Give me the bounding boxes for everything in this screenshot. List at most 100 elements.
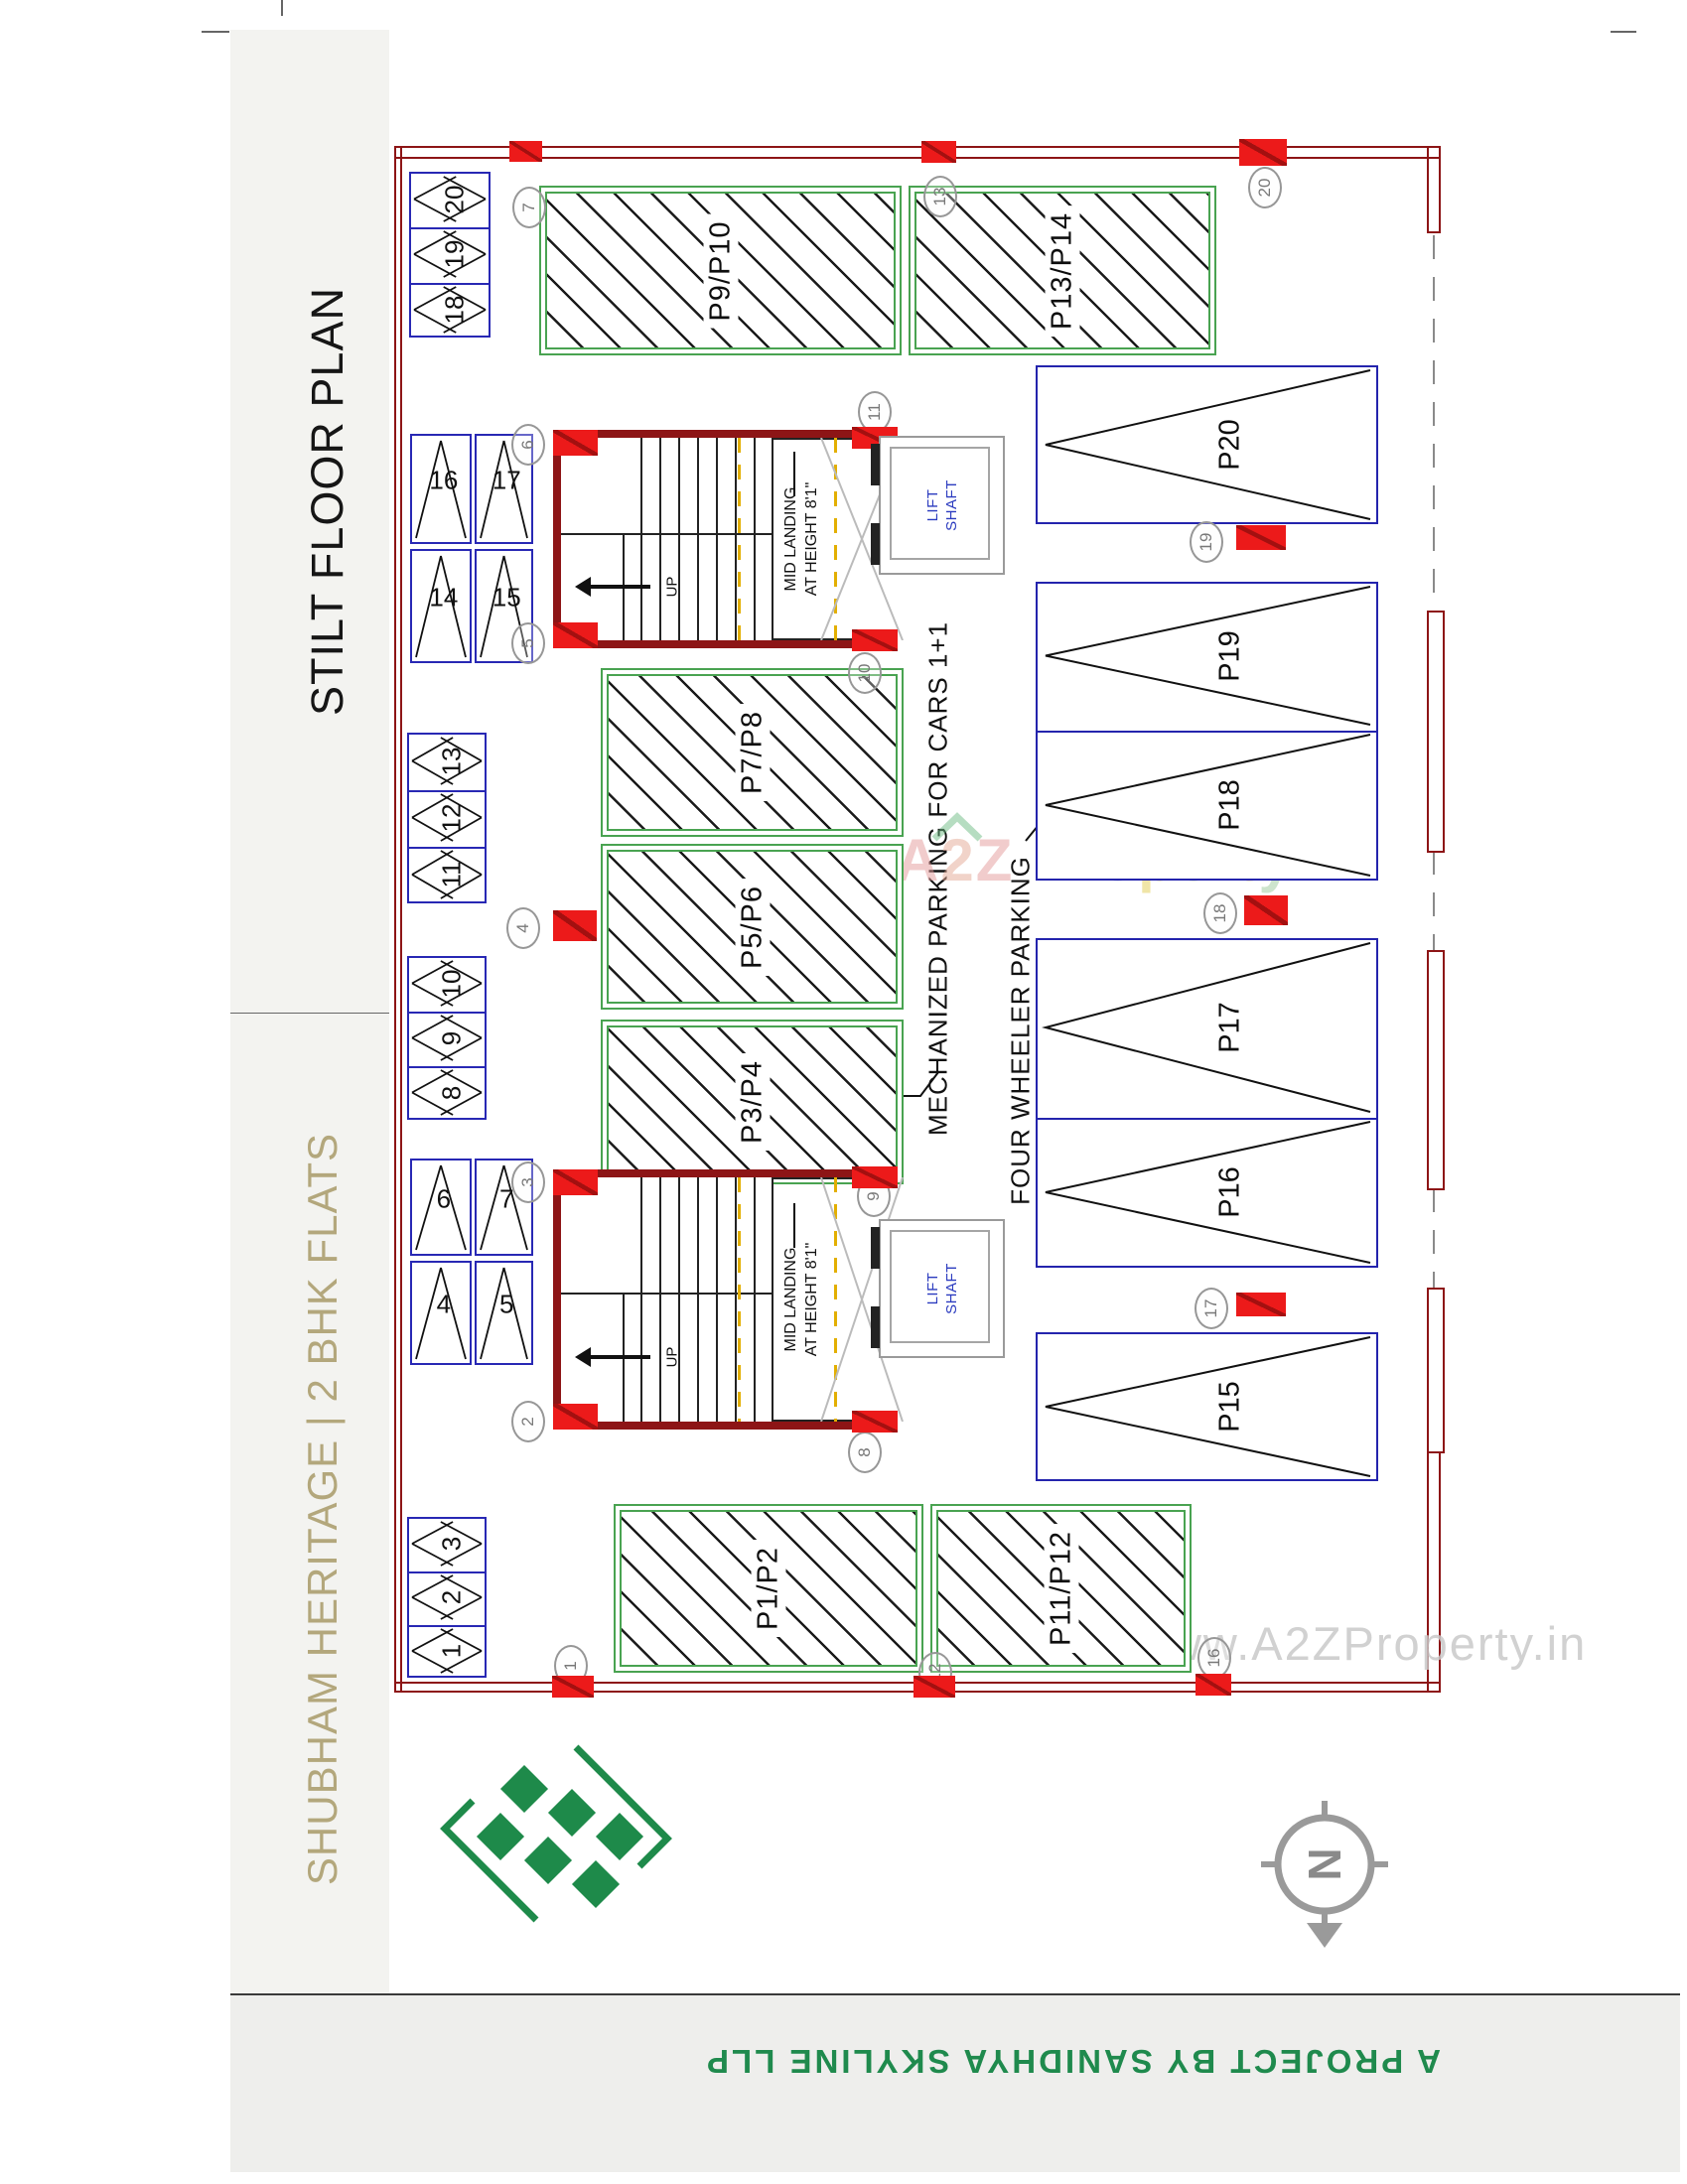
parking-label-P15: P15 bbox=[1213, 1381, 1246, 1433]
grid-marker-8: 8 bbox=[848, 1432, 882, 1473]
spot-number-5: 5 bbox=[499, 1289, 514, 1319]
stair-wall bbox=[553, 640, 887, 648]
marker-number-11: 11 bbox=[865, 403, 884, 421]
marker-number-5: 5 bbox=[518, 638, 537, 648]
wall-right-cap bbox=[1427, 231, 1441, 233]
grid-marker-20: 20 bbox=[1248, 167, 1282, 208]
two-wheeler-marking bbox=[480, 1164, 528, 1251]
wall-opening-marker bbox=[852, 629, 898, 651]
landing-centerline bbox=[834, 438, 837, 640]
stair-wall bbox=[553, 1169, 887, 1177]
two-wheeler-marking bbox=[411, 1521, 483, 1567]
parking-label-P5/P6: P5/P6 bbox=[735, 878, 770, 976]
parking-chevron bbox=[1042, 942, 1371, 1113]
marker-number-4: 4 bbox=[513, 923, 532, 933]
marker-number-2: 2 bbox=[518, 1417, 537, 1427]
wall-opening-marker bbox=[914, 1676, 955, 1698]
two-wheeler-marking bbox=[413, 230, 487, 278]
wall-opening-marker bbox=[852, 1411, 898, 1433]
stair-wall bbox=[553, 430, 887, 438]
stair-wall bbox=[553, 1422, 887, 1430]
spot-number-3: 3 bbox=[436, 1536, 467, 1552]
tread-line bbox=[640, 1177, 642, 1422]
mech-parking-space-P5/P6: P5/P6 bbox=[601, 844, 904, 1010]
parking-chevron bbox=[1045, 586, 1371, 726]
wall-opening-marker bbox=[1239, 139, 1287, 166]
two-wheeler-marking bbox=[411, 1015, 483, 1061]
marker-number-1: 1 bbox=[561, 1661, 580, 1671]
tread-line bbox=[678, 438, 680, 640]
wall-opening-marker bbox=[1244, 895, 1288, 925]
lift-shaft-inner bbox=[890, 1230, 990, 1343]
marker-number-3: 3 bbox=[518, 1177, 537, 1187]
two-wheeler-marking bbox=[411, 1628, 483, 1674]
spot-divider bbox=[409, 1571, 485, 1573]
marker-number-16: 16 bbox=[1204, 1648, 1223, 1668]
lift-door-jamb bbox=[871, 1227, 880, 1269]
spot-number-15: 15 bbox=[492, 582, 521, 613]
two-wheeler-marking bbox=[411, 793, 483, 842]
grid-marker-18: 18 bbox=[1203, 892, 1237, 934]
up-arrow-head bbox=[575, 1347, 591, 1367]
space-divider bbox=[1038, 1118, 1376, 1120]
two-wheeler-cell-16: 16 bbox=[410, 434, 472, 544]
spot-divider bbox=[409, 1625, 485, 1627]
tread-line bbox=[659, 438, 661, 640]
spot-number-10: 10 bbox=[436, 969, 467, 998]
tread-line bbox=[678, 1177, 680, 1422]
parking-label-P11/P12: P11/P12 bbox=[1044, 1523, 1078, 1654]
parking-label-P3/P4: P3/P4 bbox=[735, 1053, 770, 1151]
parking-label-P16: P16 bbox=[1213, 1166, 1246, 1218]
space-divider bbox=[1038, 731, 1376, 733]
wall-opening-marker bbox=[553, 622, 598, 648]
property-line-dashed bbox=[1433, 1188, 1435, 1288]
four-wheeler-group: P15 bbox=[1036, 1332, 1378, 1481]
mech-parking-space-P3/P4: P3/P4 bbox=[601, 1020, 904, 1184]
two-wheeler-marking bbox=[415, 1164, 467, 1251]
wall-pier bbox=[1427, 611, 1445, 853]
svg-text:N: N bbox=[1299, 1847, 1350, 1880]
grid-marker-4: 4 bbox=[506, 907, 540, 949]
spot-number-1: 1 bbox=[436, 1643, 467, 1659]
stair-treads bbox=[561, 438, 773, 640]
flight-divider bbox=[561, 1293, 772, 1295]
landing-centerline bbox=[834, 1177, 837, 1422]
lift-door-jamb bbox=[871, 523, 880, 565]
parking-label-P13/P14: P13/P14 bbox=[1045, 205, 1080, 337]
north-compass: N bbox=[1261, 1801, 1388, 1948]
marker-number-7: 7 bbox=[519, 203, 538, 212]
two-wheeler-cell-6: 6 bbox=[410, 1159, 472, 1256]
lift-shaft-inner bbox=[890, 447, 990, 560]
spot-number-6: 6 bbox=[436, 1183, 452, 1214]
tread-line bbox=[697, 1177, 699, 1422]
spot-number-17: 17 bbox=[492, 465, 521, 495]
grid-marker-7: 7 bbox=[512, 187, 546, 228]
crop-mark bbox=[1611, 31, 1636, 33]
wall-right-bottom bbox=[1439, 1449, 1441, 1693]
four-wheeler-group: P20 bbox=[1036, 365, 1378, 524]
watermark-letter: Z bbox=[975, 827, 1015, 893]
watermark-letter bbox=[1014, 827, 1033, 893]
wall-opening-marker bbox=[553, 1169, 598, 1195]
wall-right-top bbox=[1439, 146, 1441, 233]
marker-number-10: 10 bbox=[855, 663, 874, 683]
spot-number-14: 14 bbox=[429, 582, 459, 613]
spot-divider bbox=[411, 283, 489, 285]
spot-divider bbox=[409, 847, 485, 849]
tread-line bbox=[640, 438, 642, 640]
two-wheeler-marking bbox=[411, 850, 483, 899]
side-panel-divider bbox=[230, 1013, 389, 1014]
two-wheeler-marking bbox=[411, 1069, 483, 1116]
spot-number-18: 18 bbox=[439, 295, 470, 325]
wall-left-outer bbox=[394, 146, 396, 1693]
spot-number-7: 7 bbox=[499, 1183, 514, 1214]
two-wheeler-marking bbox=[480, 1267, 528, 1360]
wall-pier bbox=[1427, 1288, 1445, 1453]
spot-divider bbox=[409, 790, 485, 792]
